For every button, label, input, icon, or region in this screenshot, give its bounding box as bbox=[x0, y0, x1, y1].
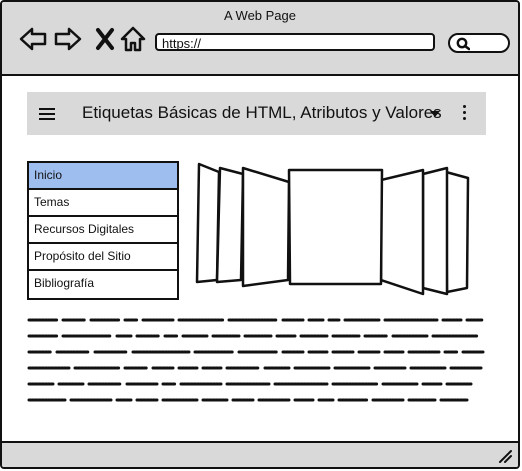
app-bar: Etiquetas Básicas de HTML, Atributos y V… bbox=[27, 92, 486, 135]
kebab-menu-icon[interactable] bbox=[461, 105, 467, 123]
menu-item-proposito-del-sitio[interactable]: Propósito del Sitio bbox=[29, 244, 177, 271]
nav-menu: Inicio Temas Recursos Digitales Propósit… bbox=[27, 161, 179, 300]
carousel-slide-left-3 bbox=[195, 162, 221, 284]
url-bar[interactable] bbox=[155, 33, 435, 51]
carousel-slide-right-1 bbox=[379, 168, 425, 296]
dropdown-caret-icon[interactable] bbox=[429, 110, 441, 118]
hamburger-menu-icon[interactable] bbox=[39, 105, 55, 121]
close-x-icon[interactable] bbox=[90, 24, 120, 54]
back-arrow-icon[interactable] bbox=[18, 24, 48, 54]
carousel-slide-left-2 bbox=[215, 166, 245, 284]
carousel-slide-center bbox=[287, 168, 384, 286]
browser-search-box[interactable] bbox=[448, 33, 510, 53]
menu-item-temas[interactable]: Temas bbox=[29, 190, 177, 217]
resize-handle-icon[interactable] bbox=[498, 449, 512, 463]
placeholder-text-block bbox=[27, 318, 485, 402]
window-title: A Web Page bbox=[223, 8, 297, 23]
url-input[interactable] bbox=[157, 36, 433, 51]
browser-chrome: A Web Page bbox=[2, 2, 518, 76]
forward-arrow-icon[interactable] bbox=[53, 24, 83, 54]
home-icon[interactable] bbox=[118, 24, 148, 54]
page-title: Etiquetas Básicas de HTML, Atributos y V… bbox=[82, 103, 442, 122]
carousel-slide-left-1 bbox=[241, 166, 291, 288]
menu-item-recursos-digitales[interactable]: Recursos Digitales bbox=[29, 217, 177, 244]
carousel-slide-right-3 bbox=[444, 170, 470, 294]
cover-flow-carousel[interactable] bbox=[195, 160, 471, 300]
status-bar bbox=[2, 441, 518, 467]
carousel-slide-right-2 bbox=[421, 166, 449, 296]
search-icon bbox=[456, 37, 470, 51]
menu-item-bibliografia[interactable]: Bibliografía bbox=[34, 276, 95, 290]
menu-item-inicio[interactable]: Inicio bbox=[29, 163, 177, 190]
